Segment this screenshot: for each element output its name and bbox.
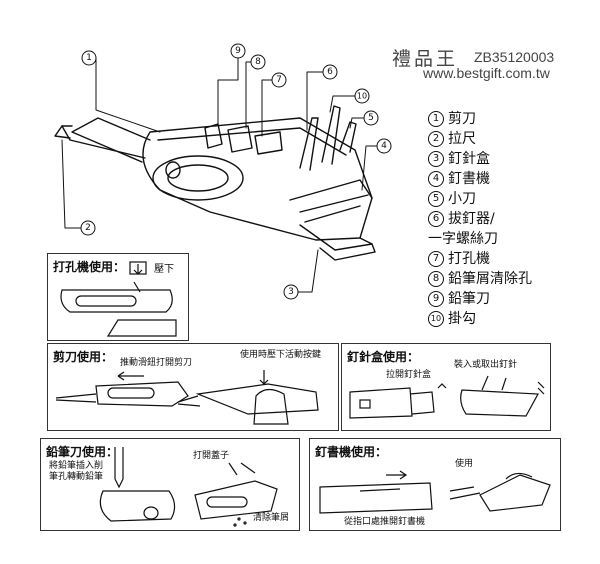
note-slide: 推動滑鈕打開剪刀 bbox=[120, 358, 193, 368]
knife-tool bbox=[339, 121, 357, 153]
scissors-blade-upper bbox=[71, 117, 151, 163]
panel-stapler: 釘書機使用： 使用 從指口處推開釘書機 bbox=[309, 438, 561, 531]
callout-3-text: 3 bbox=[288, 287, 294, 297]
press-label: 壓下 bbox=[154, 264, 174, 275]
left-arrow-icon bbox=[117, 371, 144, 381]
panel-title: 剪刀使用： bbox=[53, 350, 114, 364]
hook-tool bbox=[321, 105, 341, 165]
callout-5-text: 5 bbox=[368, 113, 374, 123]
note-insert-line-1: 將鉛筆插入削 bbox=[49, 461, 104, 471]
nail-puller-tool bbox=[299, 117, 319, 171]
right-arrow-icon bbox=[386, 470, 408, 480]
down-arrow-icon bbox=[259, 370, 269, 385]
note-clean: 清除筆屑 bbox=[253, 513, 290, 523]
callout-3 bbox=[283, 284, 299, 300]
stapler-base bbox=[299, 224, 373, 251]
note-open: 拉開釘針盒 bbox=[386, 370, 432, 380]
callout-9 bbox=[230, 43, 246, 59]
callout-10 bbox=[354, 88, 370, 104]
note-press: 使用時壓下活動按鍵 bbox=[240, 350, 322, 360]
brand-name: 禮品王 bbox=[392, 48, 459, 70]
callout-8 bbox=[250, 54, 266, 70]
callout-2 bbox=[80, 220, 96, 236]
callout-2-text: 2 bbox=[85, 223, 91, 233]
note-insert-line-2: 筆孔轉動鉛筆 bbox=[49, 472, 104, 482]
callout-6-text: 6 bbox=[327, 67, 333, 77]
hole-punch-illustration bbox=[60, 261, 177, 337]
callout-4 bbox=[376, 138, 392, 154]
note-use: 使用 bbox=[455, 459, 474, 469]
hand-outline bbox=[253, 388, 289, 425]
scissors-illustration bbox=[55, 370, 319, 425]
pencil-sharpener-part bbox=[204, 123, 223, 149]
down-arrow-icon bbox=[133, 264, 143, 275]
panel-hole-punch: 打孔機使用： 壓下 bbox=[47, 253, 189, 341]
callout-9-text: 9 bbox=[235, 46, 241, 56]
pencil-sharpener-illustration bbox=[99, 447, 278, 527]
callout-4-text: 4 bbox=[381, 141, 387, 151]
note-load: 裝入或取出釘針 bbox=[454, 360, 518, 370]
hole-punch-part bbox=[254, 131, 283, 155]
panel-scissors: 剪刀使用： 推動滑鈕打開剪刀 使用時壓下活動按鍵 bbox=[47, 343, 339, 431]
pencil-icon bbox=[114, 447, 124, 479]
brand-url: www.bestgift.com.tw bbox=[423, 65, 550, 81]
callout-8-text: 8 bbox=[255, 57, 261, 67]
panel-title: 鉛筆刀使用： bbox=[46, 445, 119, 459]
panel-pencil-sharpener: 鉛筆刀使用： 將鉛筆插入削 筆孔轉動鉛筆 打開蓋子 清除筆屑 bbox=[40, 438, 300, 531]
callout-5 bbox=[363, 110, 379, 126]
callout-1-text: 1 bbox=[86, 53, 92, 63]
panel-title: 釘針盒使用： bbox=[347, 350, 420, 364]
panel-staple-box: 釘針盒使用： 拉開釘針盒 裝入或取出釘針 bbox=[341, 343, 551, 431]
panel-title: 釘書機使用： bbox=[315, 445, 388, 459]
staple-box-illustration bbox=[349, 375, 545, 419]
callout-1 bbox=[81, 50, 97, 66]
callout-6 bbox=[322, 64, 338, 80]
note-push: 從指口處推開釘書機 bbox=[344, 517, 426, 527]
tool-outline bbox=[60, 289, 173, 313]
callout-7-text: 7 bbox=[276, 75, 282, 85]
stapler-illustration bbox=[319, 470, 551, 514]
callout-7 bbox=[271, 72, 287, 88]
product-code: ZB35120003 bbox=[474, 49, 555, 65]
slider-oval bbox=[152, 155, 244, 201]
callout-10-text: 10 bbox=[357, 92, 367, 101]
panel-title: 打孔機使用： bbox=[53, 260, 126, 274]
legend-item-continued: 一字螺絲刀 bbox=[428, 231, 498, 247]
note-open-cover: 打開蓋子 bbox=[193, 451, 230, 461]
hand-outline bbox=[505, 472, 533, 480]
